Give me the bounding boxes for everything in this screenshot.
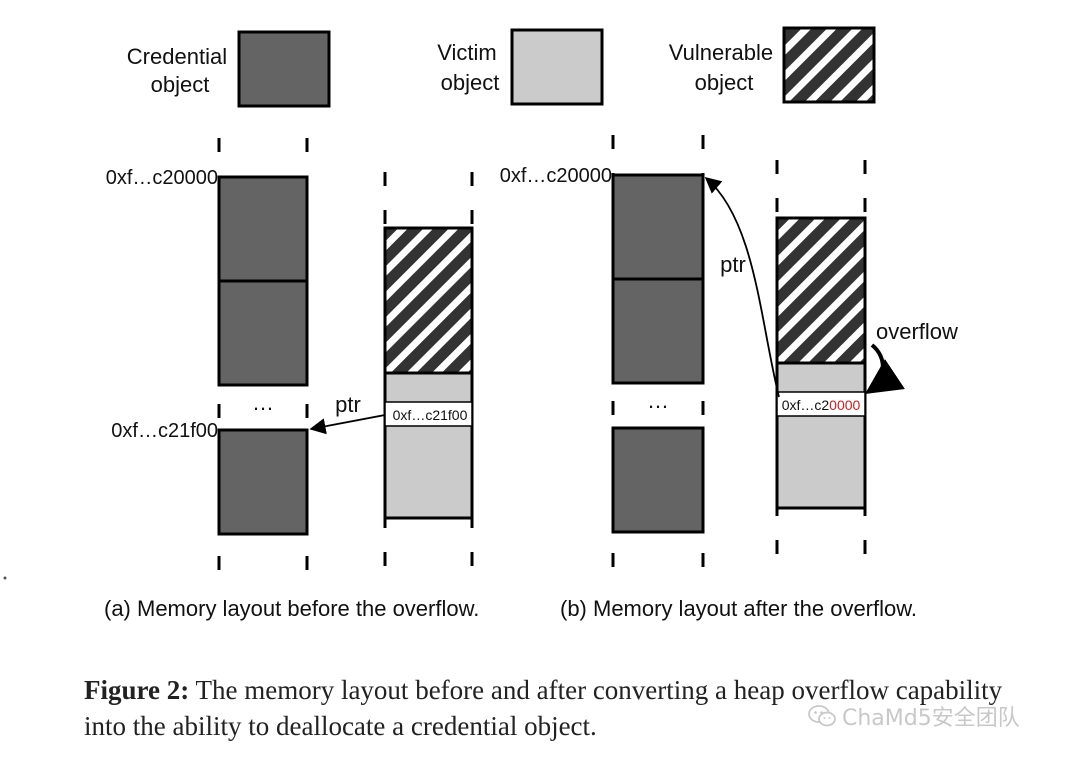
- legend-vulnerable-swatch: [782, 26, 876, 104]
- legend-credential-label: Credential object: [127, 44, 233, 97]
- credential-block-3: [217, 428, 309, 536]
- legend-credential-swatch: [237, 30, 331, 108]
- victim-block-a: [383, 371, 474, 520]
- watermark: ChaMd5安全团队: [808, 700, 1020, 732]
- legend-victim-label: Victim object: [437, 40, 503, 95]
- credential-block-2: [217, 279, 309, 387]
- victim-field-text-a: 0xf…c21f00: [393, 407, 468, 423]
- addr-top-a: 0xf…c20000: [106, 167, 218, 189]
- subcaption-a: (a) Memory layout before the overflow.: [104, 596, 479, 621]
- ellipsis-a: …: [252, 390, 274, 415]
- addr-top-b: 0xf…c20000: [500, 165, 612, 187]
- victim-field-prefix: 0xf…c2: [782, 397, 830, 413]
- figure-caption-text: The memory layout before and after conve…: [84, 675, 1003, 741]
- addr-bottom-a: 0xf…c21f00: [111, 420, 218, 442]
- victim-pointer-field-b: [776, 391, 866, 417]
- figure-caption: Figure 2: The memory layout before and a…: [84, 672, 1024, 744]
- vulnerable-block-a: [383, 226, 474, 375]
- overflow-arrow: [865, 343, 905, 394]
- legend: Credential object Victim object Vulnerab…: [127, 26, 876, 108]
- legend-victim-swatch: [510, 28, 604, 106]
- credential-block-1: [217, 175, 309, 283]
- figure-caption-label: Figure 2:: [84, 675, 190, 705]
- legend-vulnerable-label: Vulnerable object: [669, 40, 780, 95]
- stray-dot: [3, 576, 7, 580]
- ptr-arrow-a: [309, 414, 386, 435]
- wechat-icon: [808, 705, 836, 727]
- credential-block-b1: [611, 173, 705, 281]
- subcaption-b: (b) Memory layout after the overflow.: [560, 596, 917, 621]
- victim-field-text-b: 0xf…c20000: [782, 397, 861, 413]
- overflow-label: overflow: [876, 319, 958, 344]
- victim-field-suffix: 0000: [829, 397, 860, 413]
- victim-pointer-field-a: [384, 401, 473, 427]
- watermark-text: ChaMd5安全团队: [842, 706, 1020, 731]
- ptr-label-a: ptr: [335, 392, 361, 417]
- victim-block-b: [775, 361, 867, 510]
- panel-b: 0xf…c20000 … ptr overflow 0xf…c20000: [500, 135, 958, 580]
- vulnerable-block-b: [775, 216, 867, 365]
- ptr-label-b: ptr: [720, 252, 746, 277]
- ptr-arrow-b: [704, 176, 780, 398]
- credential-block-b2: [611, 277, 705, 385]
- credential-block-b3: [611, 426, 705, 534]
- ellipsis-b: …: [647, 388, 669, 413]
- panel-a: 0xf…c20000 0xf…c21f00 … ptr 0xf…c21f00: [106, 138, 474, 580]
